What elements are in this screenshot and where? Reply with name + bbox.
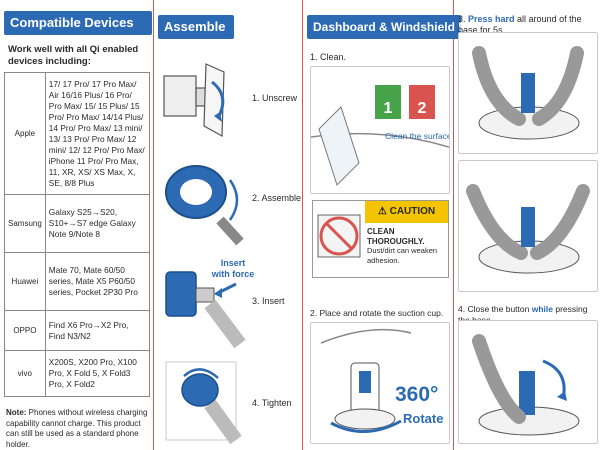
step-unscrew-label: 1. Unscrew [252, 93, 298, 103]
arrow-head-icon [557, 391, 567, 401]
rotate-arrow-icon [183, 368, 219, 379]
clean-surface-label: Clean the surface [385, 131, 450, 141]
assemble-illustration [165, 165, 244, 246]
ball-shape [195, 287, 215, 303]
rotate-arrow-icon [228, 179, 239, 221]
rotate-illustration: 360° Rotate [310, 322, 450, 444]
brand-cell: Samsung [4, 194, 46, 253]
knob-shape [181, 373, 219, 407]
ring-hole-shape [180, 179, 212, 205]
compatibility-note: Note: Phones without wireless charging c… [6, 408, 148, 449]
step-assemble-label: 2. Assemble [252, 193, 302, 203]
hand-left-shape [466, 184, 528, 260]
table-row: vivo X200S, X200 Pro, X100 Pro, X Fold 5… [4, 350, 151, 397]
table-row: Apple 17/ 17 Pro/ 17 Pro Max/ Air 16/16 … [4, 72, 151, 195]
insert-illustration [165, 271, 246, 349]
rotate-degrees-label: 360° [395, 383, 439, 406]
brand-cell: Apple [4, 72, 46, 195]
table-row: OPPO Find X6 Pro→X2 Pro, Find N3/N2 [4, 310, 151, 351]
press-drawing-2 [466, 184, 590, 274]
table-row: Samsung Galaxy S25→S20, S10+→S7 edge Gal… [4, 194, 151, 253]
press-illustration-2 [458, 160, 598, 292]
rotate-label: Rotate [403, 411, 444, 426]
assemble-header: Assemble [158, 15, 234, 39]
mount-body-shape [163, 75, 197, 117]
arm-shape [204, 299, 246, 349]
prohibit-circle-icon [319, 216, 359, 256]
unscrew-illustration [163, 63, 225, 138]
brand-cell: OPPO [4, 310, 46, 351]
hand-left-shape [472, 46, 526, 126]
divider [302, 0, 303, 450]
lock-button-shape [359, 371, 371, 393]
compatibility-table: Apple 17/ 17 Pro/ 17 Pro Max/ Air 16/16 … [4, 72, 151, 397]
table-row: Huawei Mate 70, Mate 60/50 series, Mate … [4, 252, 151, 311]
models-cell: X200S, X200 Pro, X100 Pro, X Fold 5, X F… [44, 350, 151, 397]
windshield-line [320, 328, 412, 344]
press-illustration-1 [458, 32, 598, 154]
press-drawing-1 [472, 46, 584, 140]
hand-right-shape [530, 184, 590, 260]
arm-shape [216, 216, 244, 246]
wipe-cloth-shape [318, 106, 360, 186]
models-cell: Mate 70, Mate 60/50 series, Mate X5 P60/… [44, 252, 151, 311]
models-cell: Find X6 Pro→X2 Pro, Find N3/N2 [44, 310, 151, 351]
hand-right-shape [532, 46, 584, 126]
divider [153, 0, 154, 450]
arm-shape [204, 399, 242, 445]
rotate-arrow-icon [330, 419, 402, 433]
step-press-label: 3. Press hard all around of the base for… [458, 14, 582, 35]
arrow-head-icon [214, 288, 222, 298]
close-button-drawing [472, 334, 580, 436]
wipe-packet-2-shape [409, 85, 435, 119]
close-arrow-icon [542, 359, 566, 400]
caution-text: CLEAN THOROUGHLY.Dust/dirt can weaken ad… [367, 227, 438, 265]
suction-cup-shape [334, 408, 396, 430]
brand-cell: vivo [4, 350, 46, 397]
models-cell: Galaxy S25→S20, S10+→S7 edge Galaxy Note… [44, 194, 151, 253]
caution-title: ⚠ CAUTION [365, 201, 448, 223]
lock-button-shape [521, 73, 535, 113]
prohibit-slash-icon [324, 221, 354, 251]
phone-plate-shape [203, 63, 225, 138]
lock-button-shape [519, 371, 535, 415]
dashboard-mount-header: Dashboard & Windshield Mount [307, 15, 494, 39]
lock-button-shape [521, 207, 535, 247]
rotate-drawing [320, 328, 412, 433]
hand-shape [472, 334, 526, 424]
step-place-rotate-label: 2. Place and rotate the suction cup. [310, 308, 444, 318]
wipe-packet-1-shape [375, 85, 401, 119]
step-tighten-label: 4. Tighten [252, 398, 292, 408]
caution-box: ⚠ CAUTION CLEAN THOROUGHLY.Dust/dirt can… [312, 200, 449, 278]
tighten-illustration [165, 361, 242, 445]
clean-drawing: 1 2 [311, 85, 449, 186]
divider [453, 0, 454, 450]
prohibited-dirt-icon [317, 214, 361, 258]
close-button-illustration [458, 320, 598, 444]
joint-shape [165, 271, 197, 317]
models-cell: 17/ 17 Pro/ 17 Pro Max/ Air 16/16 Plus/ … [44, 72, 151, 195]
compatibility-intro: Work well with all Qi enabled devices in… [8, 44, 139, 67]
clean-illustration: 1 2 Clean the surface [310, 66, 450, 194]
brand-cell: Huawei [4, 252, 46, 311]
arrow-head-icon [214, 112, 222, 122]
step-insert-label: 3. Insert [252, 296, 285, 306]
wipe-packet-1-number: 1 [384, 100, 393, 117]
step-clean-label: 1. Clean. [310, 52, 347, 62]
compatible-devices-header: Compatible Devices [4, 11, 152, 35]
wipe-packet-2-number: 2 [418, 100, 427, 117]
